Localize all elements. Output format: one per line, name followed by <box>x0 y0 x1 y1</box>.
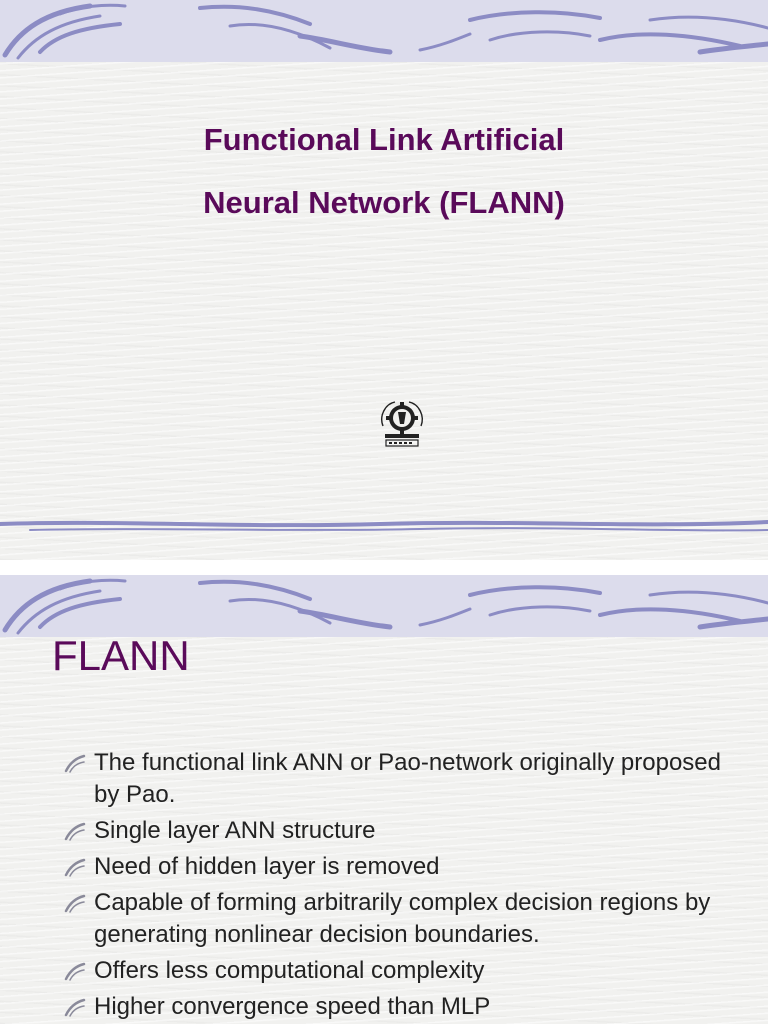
bullet-item: Single layer ANN structure <box>0 815 768 847</box>
swirl-bullet-icon <box>64 754 86 773</box>
slide-separator <box>0 560 768 575</box>
swirl-header-decoration <box>0 575 768 637</box>
bullet-text: Need of hidden layer is removed <box>94 853 440 880</box>
swirl-header-decoration <box>0 0 768 62</box>
title-slide: Functional Link Artificial Neural Networ… <box>0 0 768 560</box>
bullet-item: The functional link ANN or Pao-network o… <box>0 747 768 811</box>
bullet-text: Capable of forming arbitrarily complex d… <box>94 889 711 948</box>
swirl-bullet-icon <box>64 858 86 877</box>
bullet-text: Offers less computational complexity <box>94 957 485 984</box>
slide-title-line-2: Neural Network (FLANN) <box>203 185 565 220</box>
swirl-bullet-icon <box>64 894 86 913</box>
swirl-bullet-icon <box>64 962 86 981</box>
swirl-bullet-icon <box>64 822 86 841</box>
bullet-item: Capable of forming arbitrarily complex d… <box>0 887 768 951</box>
slide-title-line-1: Functional Link Artificial <box>203 122 565 157</box>
bullet-item: Offers less computational complexity <box>0 955 768 987</box>
content-slide: FLANN The functional link ANN or Pao-net… <box>0 575 768 1024</box>
bullet-list: The functional link ANN or Pao-network o… <box>0 747 768 1024</box>
bullet-text: Higher convergence speed than MLP <box>94 993 491 1020</box>
swirl-bullet-icon <box>64 998 86 1017</box>
slide-heading: FLANN <box>52 632 190 679</box>
bottom-wave-decoration <box>0 520 768 532</box>
institute-emblem-icon <box>381 401 423 447</box>
bullet-text: The functional link ANN or Pao-network o… <box>94 749 721 808</box>
bullet-item: Need of hidden layer is removed <box>0 851 768 883</box>
bullet-text: Single layer ANN structure <box>94 817 376 844</box>
bullet-item: Higher convergence speed than MLP <box>0 991 768 1023</box>
